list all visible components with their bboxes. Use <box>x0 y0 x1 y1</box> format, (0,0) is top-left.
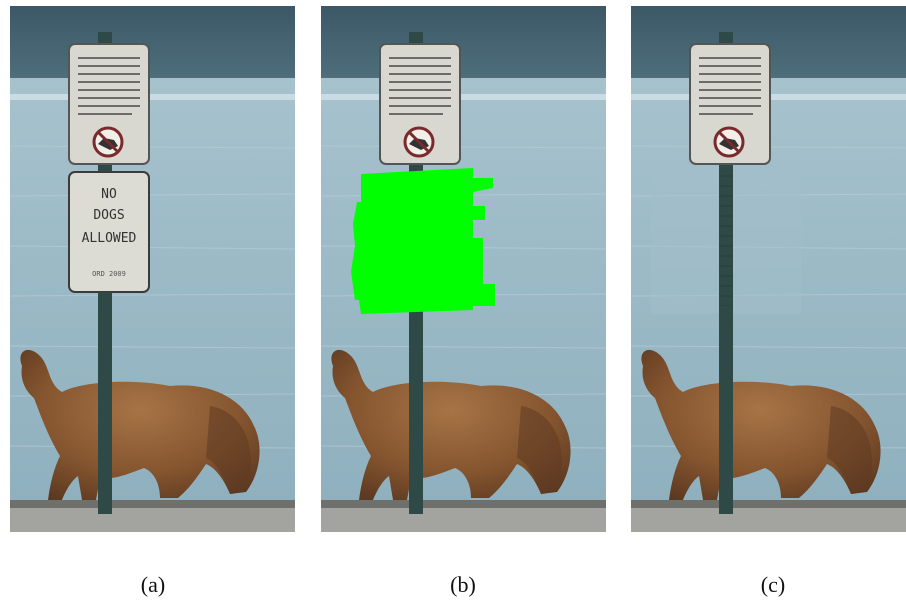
photo-panel-a: NO DOGS ALLOWED ORD 2009 <box>10 6 295 532</box>
photo-panel-c <box>631 6 906 532</box>
regulation-sign <box>68 43 150 165</box>
no-dogs-sign: NO DOGS ALLOWED ORD 2009 <box>68 171 150 293</box>
dog <box>331 349 571 500</box>
sign-pole-front <box>98 292 112 514</box>
caption-b: (b) <box>450 572 476 597</box>
sign-pole-front <box>719 306 733 514</box>
inpainting-mask <box>351 168 495 314</box>
dog <box>20 349 260 500</box>
photo-b <box>321 6 606 532</box>
caption-c: (c) <box>760 572 786 597</box>
water-glare <box>321 94 606 100</box>
dog <box>641 349 881 500</box>
sign-pole-front <box>409 306 423 514</box>
sign-line-4: ORD 2009 <box>92 270 126 278</box>
pole-texture <box>719 175 733 307</box>
sign-line-2: DOGS <box>93 208 124 223</box>
background-hills <box>321 6 606 78</box>
ground-edge <box>631 500 906 508</box>
sign-line-3: ALLOWED <box>82 231 137 246</box>
water-glare <box>10 94 295 100</box>
photo-c <box>631 6 906 532</box>
photo-a: NO DOGS ALLOWED ORD 2009 <box>10 6 295 532</box>
regulation-sign <box>379 43 461 165</box>
photo-panel-b <box>321 6 606 532</box>
regulation-sign <box>689 43 771 165</box>
ground-edge <box>10 500 295 508</box>
background-hills <box>10 6 295 78</box>
ground-edge <box>321 500 606 508</box>
sign-line-1: NO <box>101 187 117 202</box>
caption-a: (a) <box>140 572 166 597</box>
